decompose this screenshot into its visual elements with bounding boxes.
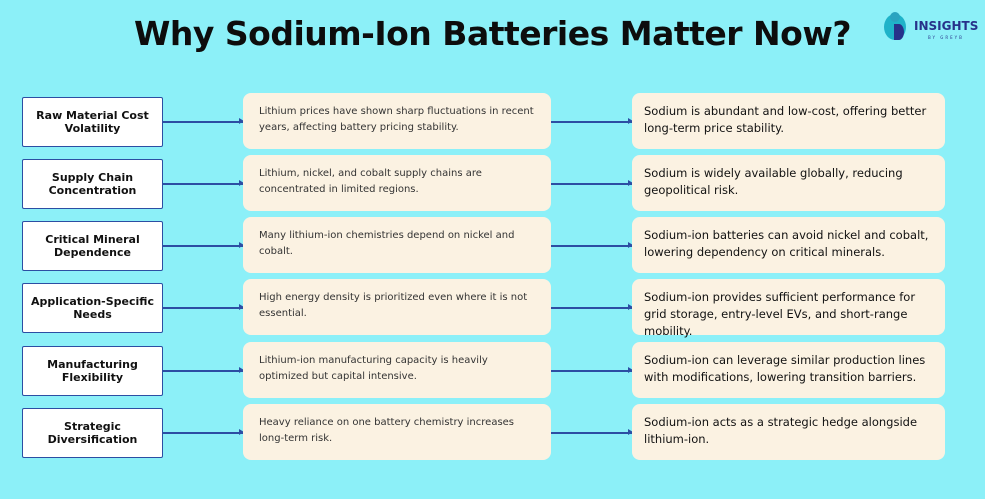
factor-row: Supply Chain Concentration Lithium, nick… xyxy=(0,155,985,211)
page-title: Why Sodium-Ion Batteries Matter Now? xyxy=(134,14,851,53)
benefit-card: Sodium is widely available globally, red… xyxy=(632,155,945,211)
factor-row: Critical Mineral Dependence Many lithium… xyxy=(0,217,985,273)
arrow-right-icon xyxy=(551,180,633,186)
arrow-right-icon xyxy=(551,242,633,248)
logo-dot xyxy=(890,12,900,22)
issue-card: Heavy reliance on one battery chemistry … xyxy=(243,404,551,460)
factor-label: Manufacturing Flexibility xyxy=(22,346,163,396)
arrow-right-icon xyxy=(163,118,244,124)
factor-row: Strategic Diversification Heavy reliance… xyxy=(0,404,985,460)
factor-label: Critical Mineral Dependence xyxy=(22,221,163,271)
factor-label: Strategic Diversification xyxy=(22,408,163,458)
arrow-right-icon xyxy=(163,367,244,373)
factor-label: Application-Specific Needs xyxy=(22,283,163,333)
logo-shape xyxy=(894,24,904,40)
factor-row: Manufacturing Flexibility Lithium-ion ma… xyxy=(0,342,985,398)
arrow-right-icon xyxy=(551,118,633,124)
benefit-card: Sodium is abundant and low-cost, offerin… xyxy=(632,93,945,149)
benefit-card: Sodium-ion provides sufficient performan… xyxy=(632,279,945,338)
factor-row: Application-Specific Needs High energy d… xyxy=(0,279,985,338)
arrow-right-icon xyxy=(163,429,244,435)
logo-text: INSIGHTS xyxy=(914,19,979,33)
arrow-right-icon xyxy=(551,367,633,373)
benefit-card: Sodium-ion batteries can avoid nickel an… xyxy=(632,217,945,273)
factor-row: Raw Material Cost Volatility Lithium pri… xyxy=(0,93,985,149)
factor-label: Raw Material Cost Volatility xyxy=(22,97,163,147)
insights-logo: INSIGHTS BY GREYB xyxy=(882,10,982,50)
arrow-right-icon xyxy=(163,304,244,310)
logo-subtext: BY GREYB xyxy=(928,35,964,40)
issue-card: Lithium-ion manufacturing capacity is he… xyxy=(243,342,551,398)
issue-card: High energy density is prioritized even … xyxy=(243,279,551,335)
arrow-right-icon xyxy=(163,180,244,186)
benefit-card: Sodium-ion acts as a strategic hedge alo… xyxy=(632,404,945,460)
arrow-right-icon xyxy=(551,304,633,310)
arrow-right-icon xyxy=(163,242,244,248)
issue-card: Lithium, nickel, and cobalt supply chain… xyxy=(243,155,551,211)
issue-card: Lithium prices have shown sharp fluctuat… xyxy=(243,93,551,149)
factor-label: Supply Chain Concentration xyxy=(22,159,163,209)
arrow-right-icon xyxy=(551,429,633,435)
issue-card: Many lithium-ion chemistries depend on n… xyxy=(243,217,551,273)
benefit-card: Sodium-ion can leverage similar producti… xyxy=(632,342,945,398)
